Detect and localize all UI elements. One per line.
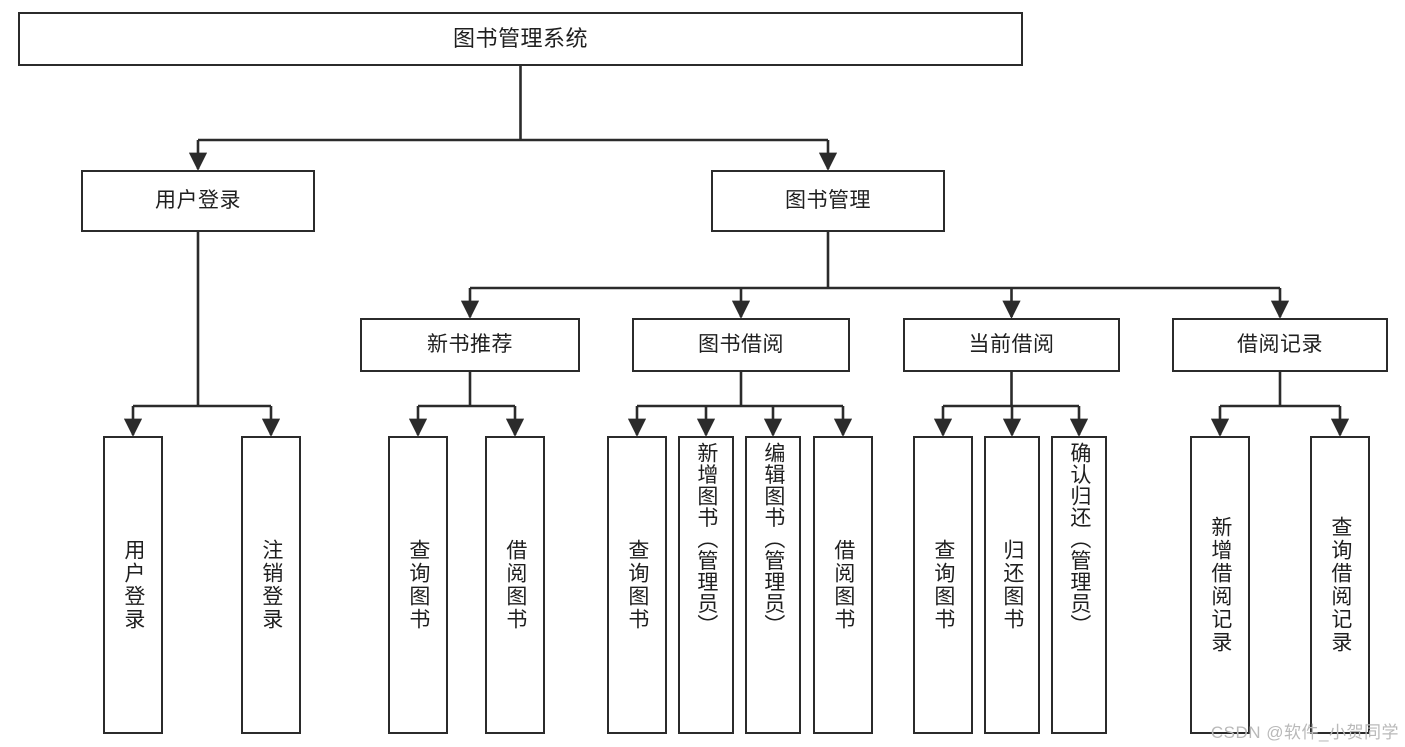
leaf-borrow-book-label: 借阅图书 bbox=[831, 539, 855, 631]
node-current-borrow[interactable]: 当前借阅 bbox=[903, 318, 1120, 372]
leaf-record-query-label: 查询借阅记录 bbox=[1328, 516, 1352, 654]
leaf-user-login-label: 用户登录 bbox=[121, 539, 145, 631]
leaf-current-return-label: 归还图书 bbox=[1000, 539, 1024, 631]
leaf-user-login[interactable]: 用户登录 bbox=[103, 436, 163, 734]
leaf-current-return[interactable]: 归还图书 bbox=[984, 436, 1040, 734]
leaf-borrow-query-label: 查询图书 bbox=[625, 539, 649, 631]
node-new-book-recommend-label: 新书推荐 bbox=[427, 332, 513, 356]
leaf-record-add[interactable]: 新增借阅记录 bbox=[1190, 436, 1250, 734]
leaf-current-confirm-admin[interactable]: 确认归还（管理员） bbox=[1051, 436, 1107, 734]
node-user-login-label: 用户登录 bbox=[155, 188, 241, 212]
leaf-borrow-add-admin[interactable]: 新增图书（管理员） bbox=[678, 436, 734, 734]
watermark: CSDN @软件_小贺同学 bbox=[1210, 723, 1399, 742]
leaf-borrow-book[interactable]: 借阅图书 bbox=[813, 436, 873, 734]
leaf-record-add-label: 新增借阅记录 bbox=[1208, 516, 1232, 654]
leaf-newbook-query-label: 查询图书 bbox=[406, 539, 430, 631]
leaf-newbook-query[interactable]: 查询图书 bbox=[388, 436, 448, 734]
node-book-management-label: 图书管理 bbox=[785, 188, 871, 212]
node-current-borrow-label: 当前借阅 bbox=[968, 332, 1055, 356]
node-book-borrow-label: 图书借阅 bbox=[698, 332, 784, 356]
leaf-borrow-edit-admin[interactable]: 编辑图书（管理员） bbox=[745, 436, 801, 734]
leaf-user-logout[interactable]: 注销登录 bbox=[241, 436, 301, 734]
leaf-borrow-query[interactable]: 查询图书 bbox=[607, 436, 667, 734]
leaf-current-query-label: 查询图书 bbox=[931, 539, 955, 631]
leaf-borrow-add-admin-label: 新增图书（管理员） bbox=[694, 442, 718, 636]
node-book-management[interactable]: 图书管理 bbox=[711, 170, 945, 232]
node-borrow-record-label: 借阅记录 bbox=[1237, 332, 1323, 356]
node-user-login[interactable]: 用户登录 bbox=[81, 170, 315, 232]
leaf-newbook-borrow-label: 借阅图书 bbox=[503, 539, 527, 631]
node-new-book-recommend[interactable]: 新书推荐 bbox=[360, 318, 580, 372]
node-book-borrow[interactable]: 图书借阅 bbox=[632, 318, 850, 372]
node-root[interactable]: 图书管理系统 bbox=[18, 12, 1023, 66]
leaf-newbook-borrow[interactable]: 借阅图书 bbox=[485, 436, 545, 734]
leaf-current-confirm-admin-label: 确认归还（管理员） bbox=[1067, 442, 1091, 636]
leaf-borrow-edit-admin-label: 编辑图书（管理员） bbox=[761, 442, 785, 636]
node-root-label: 图书管理系统 bbox=[452, 26, 588, 52]
leaf-record-query[interactable]: 查询借阅记录 bbox=[1310, 436, 1370, 734]
node-borrow-record[interactable]: 借阅记录 bbox=[1172, 318, 1388, 372]
leaf-user-logout-label: 注销登录 bbox=[259, 539, 283, 631]
leaf-current-query[interactable]: 查询图书 bbox=[913, 436, 973, 734]
